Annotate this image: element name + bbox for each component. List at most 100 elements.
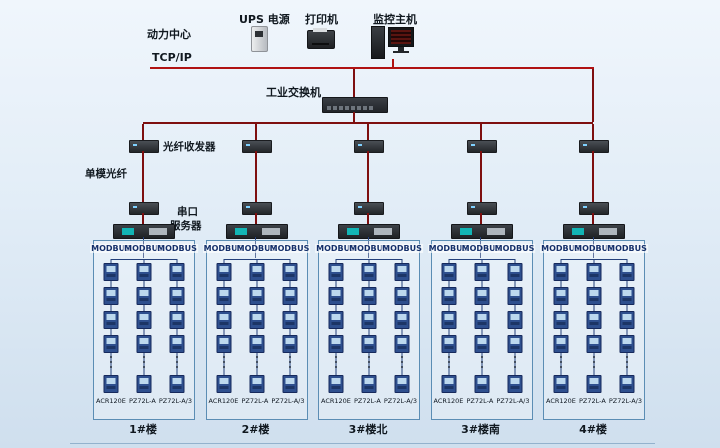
modbus-connector-line bbox=[223, 259, 290, 260]
power-meter-icon bbox=[361, 287, 377, 305]
meter-buttons bbox=[172, 386, 182, 389]
server-teal-panel bbox=[347, 228, 359, 235]
meter-model: PZ72L-A/3 bbox=[158, 397, 192, 405]
transceiver-led bbox=[358, 144, 362, 146]
meter-buttons bbox=[622, 274, 632, 277]
server-display bbox=[149, 228, 167, 235]
meter-buttons bbox=[172, 322, 182, 325]
meter-display bbox=[397, 338, 407, 344]
meter-display bbox=[252, 266, 261, 272]
modbus-label: MODBUS bbox=[348, 244, 390, 253]
meter-buttons bbox=[397, 322, 407, 325]
power-meter-icon bbox=[282, 375, 297, 393]
meter-buttons bbox=[444, 298, 453, 301]
meter-display bbox=[285, 290, 294, 296]
meter-buttons bbox=[589, 322, 599, 325]
power-meter-icon bbox=[507, 263, 522, 281]
power-meter-icon bbox=[394, 311, 410, 329]
meter-buttons bbox=[139, 322, 149, 325]
meter-display bbox=[556, 290, 566, 296]
building-label: 1#楼 bbox=[129, 423, 157, 436]
single-mode-fiber-line bbox=[592, 151, 594, 202]
meter-display bbox=[252, 314, 261, 320]
power-meter-icon bbox=[249, 375, 264, 393]
meter-display bbox=[477, 314, 486, 320]
fiber-transceiver-icon bbox=[466, 140, 497, 153]
meter-buttons bbox=[285, 386, 294, 389]
meter-buttons bbox=[364, 386, 374, 389]
meter-buttons bbox=[139, 386, 149, 389]
meter-buttons bbox=[589, 386, 599, 389]
meter-display bbox=[285, 378, 294, 384]
switch-bus-line bbox=[353, 112, 355, 122]
meter-model: PZ72L-A/3 bbox=[271, 397, 305, 405]
meter-buttons bbox=[331, 346, 341, 349]
meter-display bbox=[285, 338, 294, 344]
branch-drop-line bbox=[479, 124, 482, 140]
meter-display bbox=[556, 338, 566, 344]
fiber-transceiver-label: 光纤收发器 bbox=[163, 141, 216, 153]
meter-buttons bbox=[252, 322, 261, 325]
switch-label: 工业交换机 bbox=[266, 86, 321, 99]
single-mode-fiber-line bbox=[142, 151, 144, 202]
modbus-label: MODBUS bbox=[460, 244, 503, 253]
meter-model: PZ72L-A/3 bbox=[608, 397, 642, 405]
power-meter-icon bbox=[507, 311, 522, 329]
power-meter-icon bbox=[103, 311, 119, 329]
power-meter-icon bbox=[328, 287, 344, 305]
meter-buttons bbox=[477, 322, 486, 325]
power-meter-icon bbox=[103, 375, 119, 393]
meter-buttons bbox=[589, 346, 599, 349]
modbus-connector-line bbox=[336, 259, 402, 260]
power-meter-icon bbox=[619, 375, 635, 393]
meter-buttons bbox=[477, 298, 486, 301]
modbus-label: MODBUS bbox=[90, 244, 132, 253]
power-meter-icon bbox=[249, 311, 264, 329]
branch-drop-line bbox=[592, 124, 594, 140]
meter-display bbox=[510, 290, 519, 296]
meter-display bbox=[556, 378, 566, 384]
more-meters-ellipsis bbox=[447, 356, 450, 368]
meter-display bbox=[331, 290, 341, 296]
power-meter-icon bbox=[136, 375, 152, 393]
meter-buttons bbox=[510, 322, 519, 325]
meter-buttons bbox=[364, 298, 374, 301]
power-meter-icon bbox=[394, 263, 410, 281]
meter-model: ACR120E bbox=[96, 397, 126, 405]
power-meter-icon bbox=[441, 335, 456, 353]
meter-display bbox=[444, 290, 453, 296]
power-meter-icon bbox=[169, 263, 185, 281]
power-meter-icon bbox=[136, 311, 152, 329]
power-meter-icon bbox=[249, 287, 264, 305]
more-meters-ellipsis bbox=[368, 356, 370, 368]
more-meters-ellipsis bbox=[143, 356, 145, 368]
power-meter-icon bbox=[216, 287, 231, 305]
modbus-label: MODBUS bbox=[573, 244, 615, 253]
power-meter-icon bbox=[169, 287, 185, 305]
printer-label: 打印机 bbox=[305, 13, 338, 26]
meter-display bbox=[444, 338, 453, 344]
meter-display bbox=[510, 314, 519, 320]
power-meter-icon bbox=[169, 335, 185, 353]
building-label: 4#楼 bbox=[579, 423, 607, 436]
meter-model: PZ72L-A/3 bbox=[496, 397, 530, 405]
transceiver-led bbox=[583, 144, 587, 146]
meter-model: PZ72L-A bbox=[128, 397, 156, 405]
meter-display bbox=[477, 378, 486, 384]
power-meter-icon bbox=[361, 375, 377, 393]
fiber-transceiver-icon bbox=[129, 140, 159, 153]
modbus-label: MODBUS bbox=[235, 244, 278, 253]
meter-buttons bbox=[622, 386, 632, 389]
meter-buttons bbox=[556, 322, 566, 325]
meter-model: ACR120E bbox=[546, 397, 576, 405]
meter-display bbox=[172, 338, 182, 344]
more-meters-ellipsis bbox=[176, 356, 178, 368]
branch-drop-line bbox=[254, 124, 257, 140]
modbus-label: MODBUS bbox=[540, 244, 582, 253]
switch-ports bbox=[327, 106, 373, 110]
meter-buttons bbox=[364, 322, 374, 325]
power-meter-icon bbox=[216, 263, 231, 281]
meter-model: PZ72L-A bbox=[241, 397, 269, 405]
meter-buttons bbox=[139, 298, 149, 301]
